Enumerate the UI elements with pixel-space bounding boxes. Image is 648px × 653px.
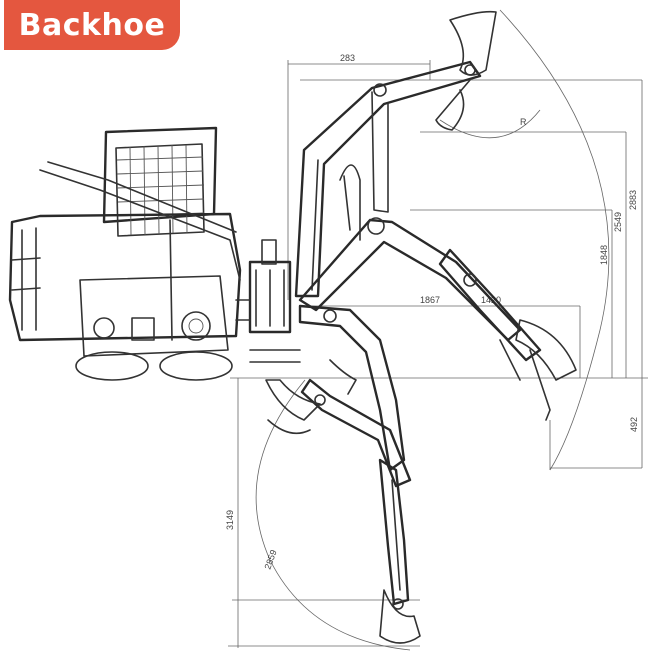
title-badge: Backhoe [4, 0, 180, 50]
skid-steer-loader [8, 126, 242, 381]
dim-mid-reach: 1867 [420, 295, 440, 305]
boom-raised [294, 10, 497, 298]
boom-curl [265, 359, 412, 488]
dim-height-b: 1848 [599, 245, 609, 265]
mount-frame [235, 239, 301, 363]
dimension-lines [228, 9, 648, 651]
cab-cage [115, 143, 205, 237]
dim-height-a: 2549 [613, 212, 623, 232]
dim-below-ground: 492 [629, 417, 639, 432]
dim-reach-arc: 2883 [628, 190, 638, 210]
boom-digging [298, 304, 421, 644]
dim-dig-depth: 3149 [225, 510, 235, 530]
dimension-labels: 283 2883 2549 1848 1867 1420 492 3149 28… [225, 53, 639, 571]
boom-mid [298, 164, 577, 421]
dim-top-width: 283 [340, 53, 355, 63]
dim-dig-depth-b: 2859 [262, 548, 278, 570]
dim-angle-mark: R [520, 117, 527, 127]
title-text: Backhoe [18, 7, 166, 43]
